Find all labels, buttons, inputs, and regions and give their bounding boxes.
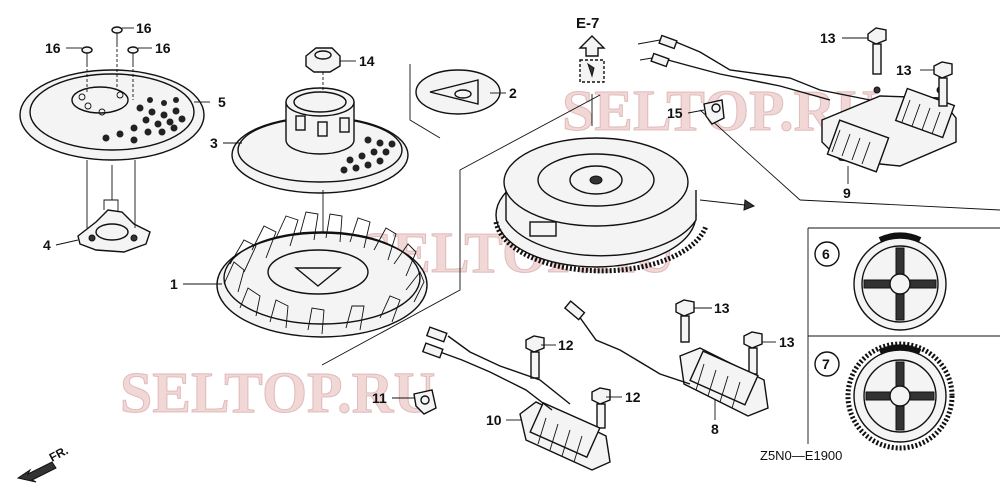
wire-clip [413, 389, 437, 415]
flywheel-nut [305, 47, 341, 73]
bolt [743, 331, 763, 375]
callout-16: 16 [155, 40, 171, 56]
ignition-coil [679, 347, 769, 417]
flywheel-variant [853, 232, 947, 331]
inset-panel [807, 227, 1000, 444]
callout-2: 2 [509, 85, 517, 101]
bolt [867, 27, 887, 75]
callout-3: 3 [210, 135, 218, 151]
callout-4: 4 [43, 237, 51, 253]
bolt [525, 335, 545, 379]
bolt [675, 299, 695, 343]
callout-13: 13 [779, 334, 795, 350]
callout-9: 9 [843, 185, 851, 201]
callout-13: 13 [714, 300, 730, 316]
bolt [591, 387, 611, 429]
callout-12: 12 [558, 337, 574, 353]
callout-7: 7 [822, 356, 830, 372]
cooling-fan [216, 211, 428, 338]
callout-6: 6 [822, 246, 830, 262]
callout-1: 1 [170, 276, 178, 292]
callout-8: 8 [711, 421, 719, 437]
callout-10: 10 [486, 412, 502, 428]
callout-5: 5 [218, 94, 226, 110]
flywheel-with-ring-gear [845, 341, 955, 451]
front-direction-arrow-icon [16, 461, 57, 483]
bolt [933, 61, 953, 107]
wire-clamp [703, 99, 725, 125]
callout-13: 13 [820, 30, 836, 46]
starter-pulley [77, 199, 151, 253]
screw [127, 46, 139, 64]
watermark: SELTOP.RU [120, 360, 435, 425]
starter-cup [231, 87, 409, 194]
screw [81, 46, 93, 64]
callout-16: 16 [136, 20, 152, 36]
callout-11: 11 [372, 390, 387, 406]
flywheel [493, 137, 709, 274]
callout-12: 12 [625, 389, 641, 405]
plate [409, 64, 501, 139]
reference-arrow [578, 35, 606, 83]
ignition-coil [519, 401, 611, 471]
front-direction-label: FR. [47, 443, 71, 464]
callout-15: 15 [667, 105, 683, 121]
diagram-code: Z5N0—E1900 [760, 448, 842, 463]
screw [111, 26, 123, 44]
callout-14: 14 [359, 53, 375, 69]
flywheel-cover-plate [19, 69, 205, 161]
reference-label: E-7 [576, 15, 599, 32]
callout-16: 16 [45, 40, 61, 56]
callout-13: 13 [896, 62, 912, 78]
